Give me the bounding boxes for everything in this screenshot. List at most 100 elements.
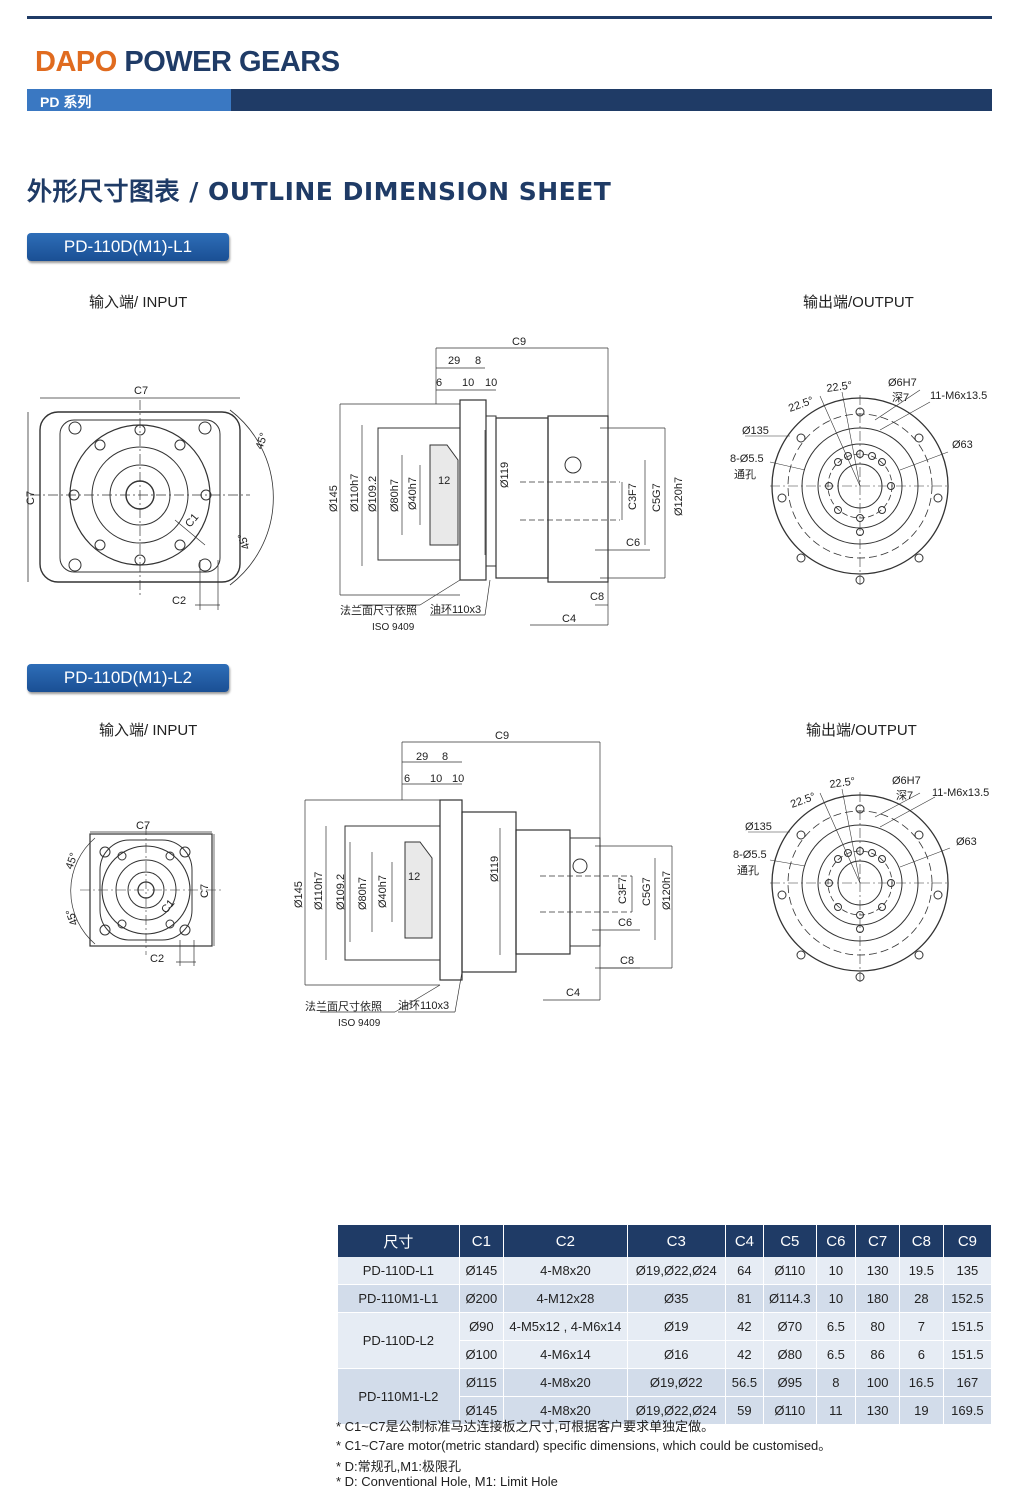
cell: 16.5 — [899, 1368, 944, 1397]
input-label-l2: 输入端/ INPUT — [99, 722, 198, 739]
cell: 64 — [725, 1257, 765, 1285]
dim-c4-l2: C4 — [566, 987, 580, 999]
dim-c9-l2: C9 — [495, 730, 509, 742]
cell: 167 — [943, 1368, 993, 1397]
cell: 42 — [725, 1312, 765, 1341]
cell: 169.5 — [943, 1396, 993, 1425]
cell: 152.5 — [943, 1284, 993, 1313]
dim-8-l2: 8 — [442, 751, 448, 763]
note-2: * C1~C7are motor(metric standard) specif… — [336, 1438, 832, 1453]
table-row: Ø100 4-M6x14 Ø16 42 Ø80 6.5 86 6 151.5 — [338, 1340, 993, 1369]
cell: Ø100 — [459, 1340, 505, 1369]
dim-d120-l1: Ø120h7 — [673, 477, 685, 516]
cell: 4-M5x12 , 4-M6x14 — [503, 1312, 628, 1341]
dim-c8-l2: C8 — [620, 955, 634, 967]
table-header-row: 尺寸 C1 C2 C3 C4 C5 C6 C7 C8 C9 — [338, 1225, 993, 1257]
dim-c2-l1: C2 — [172, 595, 186, 607]
table-row: PD-110M1-L1 Ø200 4-M12x28 Ø35 81 Ø114.3 … — [338, 1284, 993, 1313]
dim-c7-side-l2: C7 — [199, 884, 211, 898]
th-c6: C6 — [816, 1225, 857, 1257]
dimension-labels-l2: C7 C7 45° 45° C1 C2 C9 29 8 6 10 10 12 Ø… — [64, 730, 990, 1029]
cell: 4-M8x20 — [503, 1257, 628, 1285]
cell: 19 — [899, 1396, 944, 1425]
dim-d1092-l1: Ø109.2 — [367, 476, 379, 512]
cell: 42 — [725, 1340, 765, 1369]
cell: 180 — [855, 1284, 900, 1313]
cell-model: PD-110M1-L1 — [338, 1284, 460, 1313]
cell: 28 — [899, 1284, 944, 1313]
out-tap-l1: 11-M6x13.5 — [930, 390, 987, 402]
cell: 11 — [816, 1396, 857, 1425]
out-225b-l2: 22.5° — [829, 775, 856, 790]
dim-29-l2: 29 — [416, 751, 428, 763]
model-badge-l2: PD-110D(M1)-L2 — [27, 664, 229, 692]
cell: 56.5 — [725, 1368, 765, 1397]
series-label: PD 系列 — [40, 94, 92, 110]
cell: Ø115 — [459, 1368, 505, 1397]
dim-d40-l2: Ø40h7 — [377, 875, 389, 908]
dimension-table: 尺寸 C1 C2 C3 C4 C5 C6 C7 C8 C9 PD-110D-L1… — [338, 1225, 993, 1425]
th-c5: C5 — [763, 1225, 817, 1257]
dim-10b-l2: 10 — [452, 773, 464, 785]
dim-c5-l2: C5G7 — [641, 877, 653, 906]
table-row: PD-110D-L2 Ø90 4-M5x12 , 4-M6x14 Ø19 42 … — [338, 1312, 993, 1369]
dim-45-b-l2: 45° — [64, 907, 81, 927]
cell: 4-M8x20 — [503, 1368, 628, 1397]
note-4: * D: Conventional Hole, M1: Limit Hole — [336, 1474, 558, 1489]
output-label-l2: 输出端/OUTPUT — [806, 722, 917, 739]
dim-c7-top-l2: C7 — [136, 820, 150, 832]
out-d135-l2: Ø135 — [745, 821, 772, 833]
dim-c4-l1: C4 — [562, 613, 576, 625]
out-d63-l2: Ø63 — [956, 836, 977, 848]
dim-c5-l1: C5G7 — [651, 483, 663, 512]
dim-12-l2: 12 — [408, 871, 420, 883]
cell: 130 — [855, 1257, 900, 1285]
side-view-l2 — [304, 741, 673, 1013]
dim-10a-l1: 10 — [462, 377, 474, 389]
cell: Ø35 — [627, 1284, 726, 1313]
brand-part1: DAPO — [35, 46, 117, 78]
out-pin-l2: Ø6H7 — [892, 775, 921, 787]
cell: Ø16 — [627, 1340, 726, 1369]
dim-6-l2: 6 — [404, 773, 410, 785]
cell: 19.5 — [899, 1257, 944, 1285]
cell-model: PD-110D-L2 — [338, 1312, 460, 1369]
cell: Ø19,Ø22,Ø24 — [627, 1396, 726, 1425]
cell: Ø19,Ø22 — [627, 1368, 726, 1397]
iso-l2: ISO 9409 — [338, 1018, 381, 1029]
th-c9: C9 — [943, 1225, 993, 1257]
dim-c3-l2: C3F7 — [617, 877, 629, 904]
section-title: 外形尺寸图表 / OUTLINE DIMENSION SHEET — [27, 177, 612, 206]
side-view-l1 — [339, 347, 666, 626]
cell: Ø200 — [459, 1284, 505, 1313]
input-flange-view-l2 — [70, 825, 222, 966]
dim-10a-l2: 10 — [430, 773, 442, 785]
output-label-l1: 输出端/OUTPUT — [803, 294, 914, 311]
th-c3: C3 — [627, 1225, 726, 1257]
cell: 4-M8x20 — [503, 1396, 628, 1425]
note-1: * C1~C7是公制标准马达连接板之尺寸,可根据客户要求单独定做。 — [336, 1419, 715, 1434]
out-d63-l1: Ø63 — [952, 439, 973, 451]
dim-c9-l1: C9 — [512, 336, 526, 348]
cell: Ø19,Ø22,Ø24 — [627, 1257, 726, 1285]
out-225a-l2: 22.5° — [789, 791, 817, 811]
dim-d80-l1: Ø80h7 — [389, 479, 401, 512]
out-depth-l1: 深7 — [892, 391, 909, 404]
cell: 7 — [899, 1312, 944, 1341]
table-row: Ø145 4-M8x20 Ø19,Ø22,Ø24 59 Ø110 11 130 … — [338, 1396, 993, 1425]
flange-note-l2: 法兰面尺寸依照 — [305, 999, 382, 1013]
dim-45-b-l1: 45° — [236, 531, 253, 551]
outline-drawings: C7 C7 45° 45° C1 C2 C9 29 8 6 10 10 12 Ø… — [25, 336, 990, 1029]
out-tap-l2: 11-M6x13.5 — [932, 787, 989, 799]
note-3: * D:常规孔,M1:极限孔 — [336, 1459, 461, 1474]
cell: Ø110 — [763, 1396, 817, 1425]
table-row: PD-110D-L1 Ø145 4-M8x20 Ø19,Ø22,Ø24 64 Ø… — [338, 1257, 993, 1285]
out-holes-l2: 8-Ø5.5 — [733, 849, 767, 861]
dim-29-l1: 29 — [448, 355, 460, 367]
cell: Ø19 — [627, 1312, 726, 1341]
th-c1: C1 — [459, 1225, 505, 1257]
oil-ring-l2: 油环110x3 — [398, 998, 449, 1012]
dim-c8-l1: C8 — [590, 591, 604, 603]
cell: 10 — [816, 1257, 857, 1285]
series-bar: PD 系列 — [27, 89, 992, 111]
